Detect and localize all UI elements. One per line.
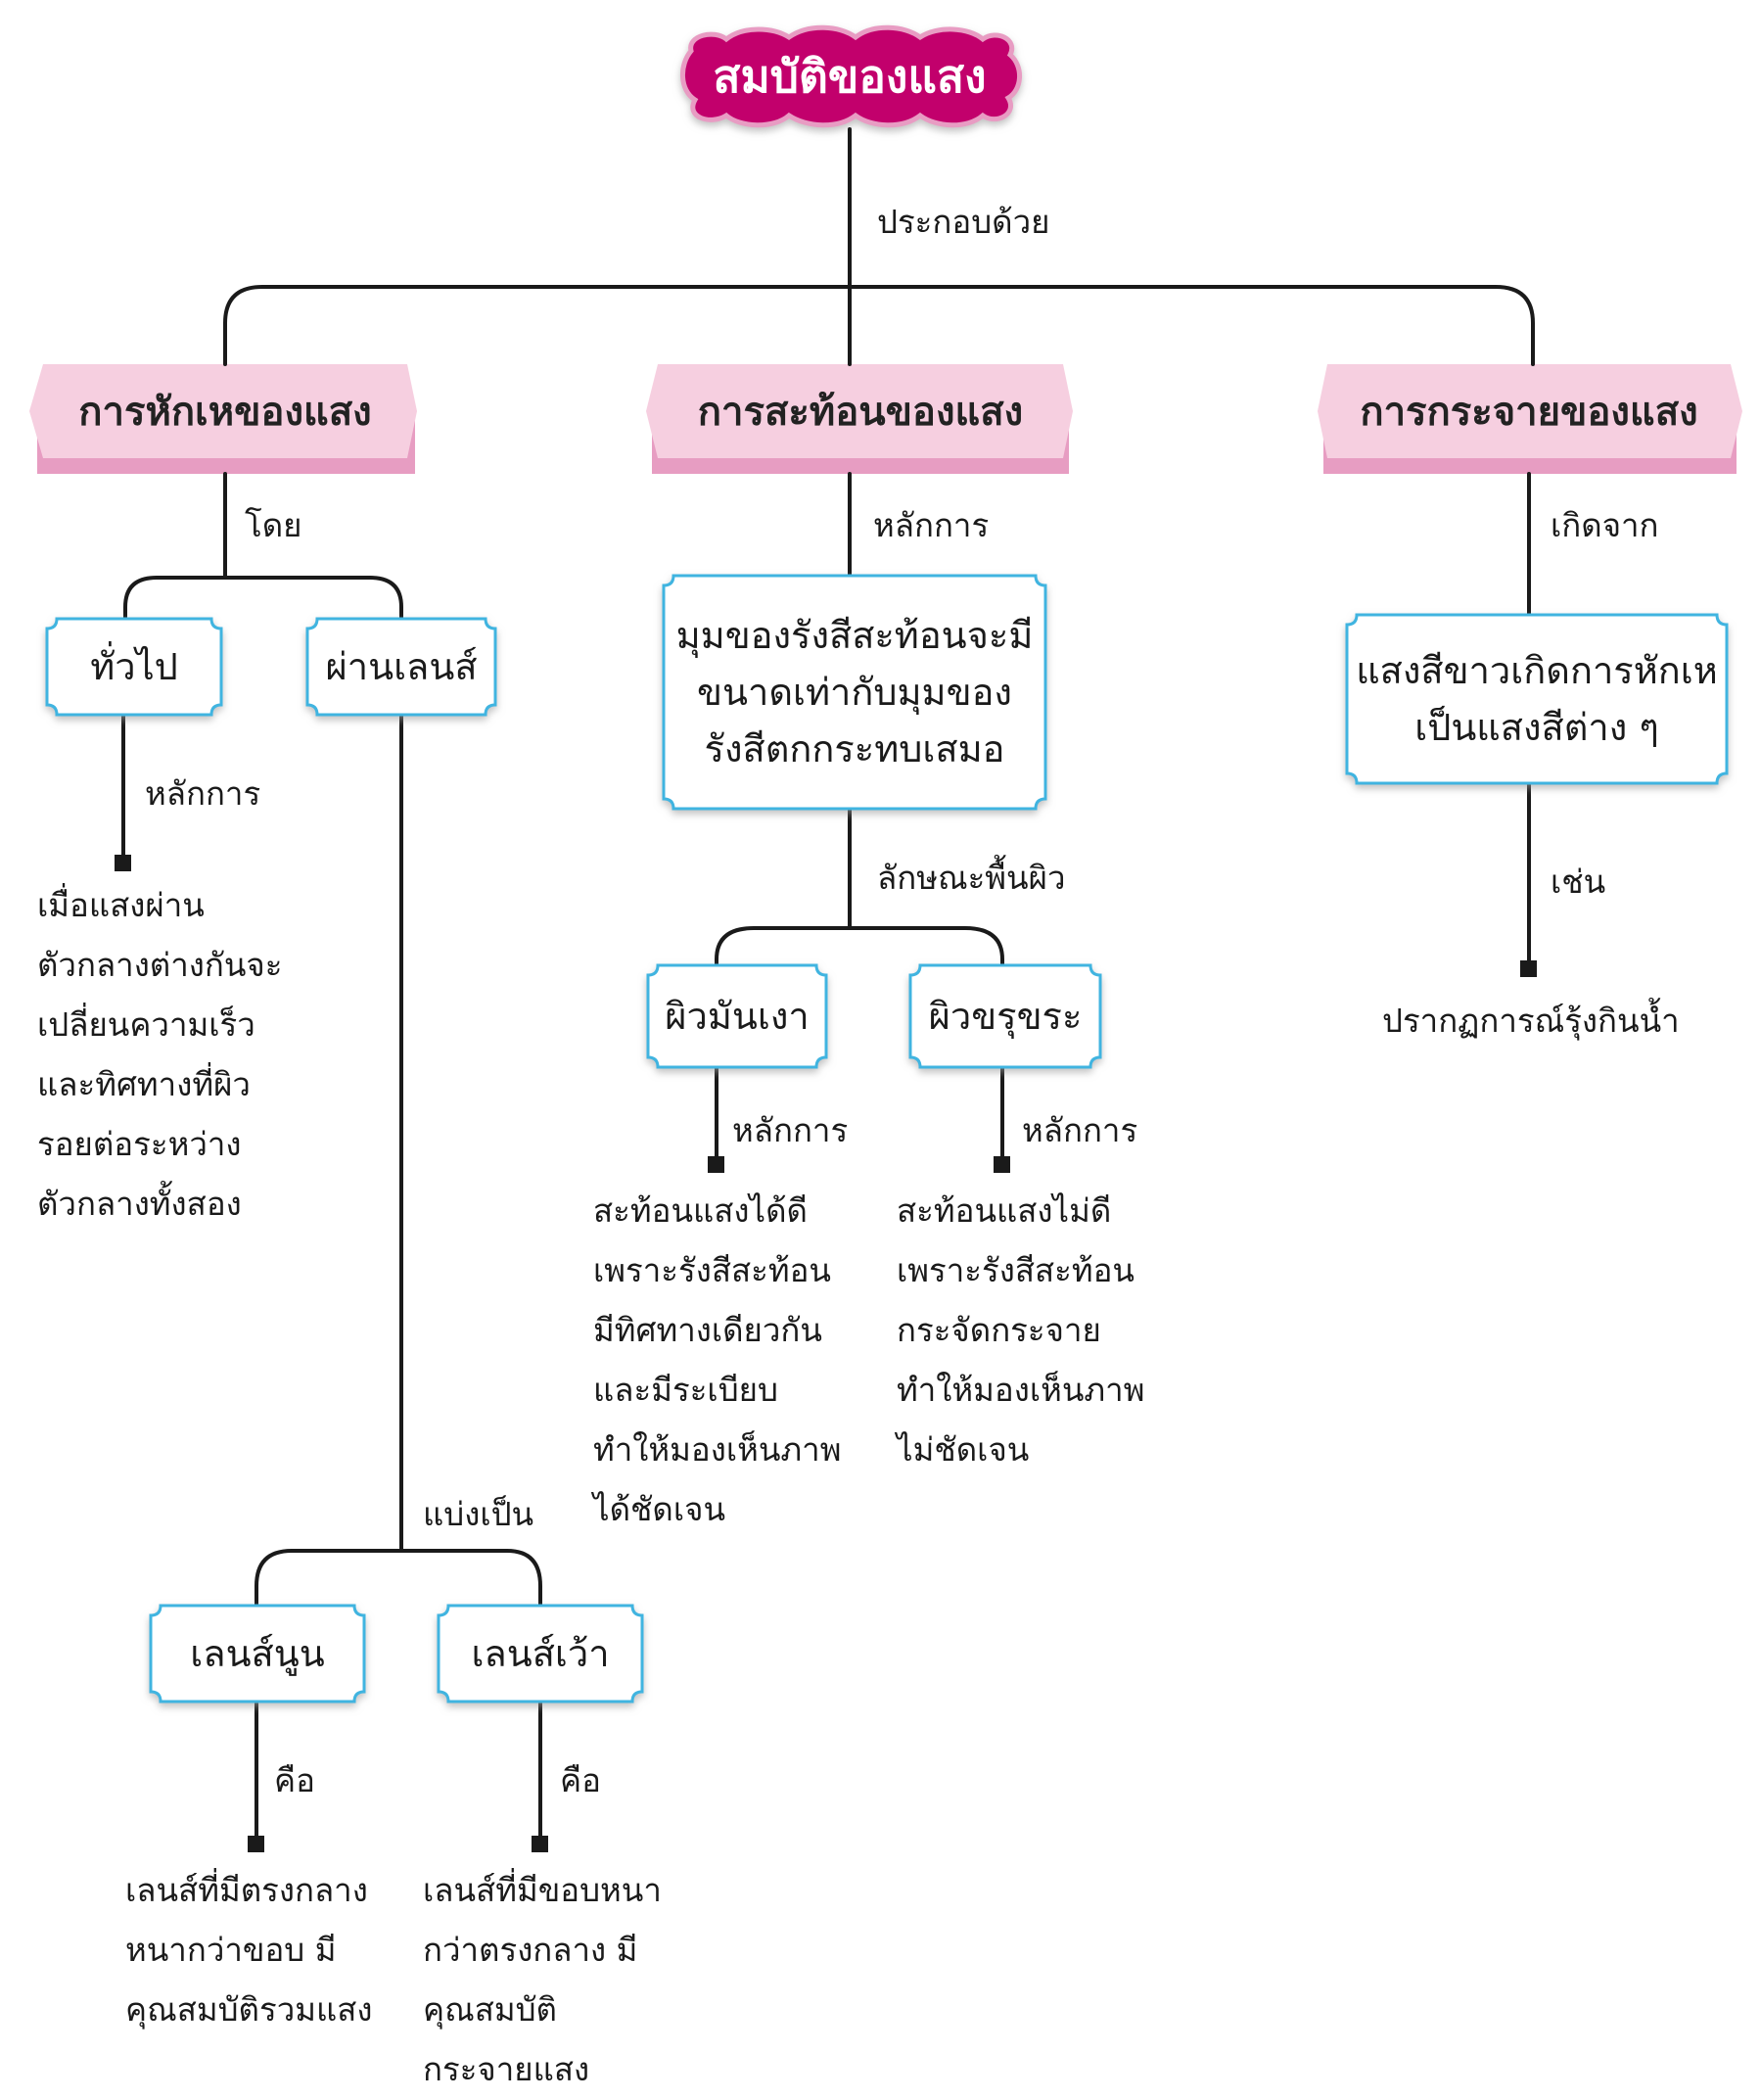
text-line: กระจัดกระจาย [897, 1311, 1101, 1349]
node-rough-surface: ผิวขรุขระ [928, 995, 1083, 1038]
text-line: กระจายแสง [423, 2050, 590, 2088]
dispersion-example: ปรากฏการณ์รุ้งกินน้ำ [1382, 1002, 1680, 1040]
text-line: คุณสมบัติ [423, 1990, 557, 2029]
node-concave-lens: เลนส์เว้า [471, 1632, 610, 1675]
edge-label-example: เช่น [1551, 863, 1606, 901]
text-line: สะท้อนแสงไม่ดี [897, 1191, 1112, 1230]
edge-label-surface: ลักษณะพื้นผิว [877, 859, 1066, 897]
concave-description: เลนส์ที่มีขอบหนา กว่าตรงกลาง มี คุณสมบัต… [423, 1860, 662, 2099]
text-line: มีทิศทางเดียวกัน [593, 1311, 822, 1349]
edge-label-convex: คือ [274, 1761, 315, 1799]
node-lens: ผ่านเลนส์ [325, 645, 478, 688]
edge-label-general: หลักการ [145, 774, 261, 813]
node-dispersion-cause: แสงสีขาวเกิดการหักเห เป็นแสงสีต่าง ๆ [1347, 615, 1727, 783]
box-line: มุมของรังสีสะท้อนจะมี [675, 614, 1034, 657]
text-line: เลนส์ที่มีตรงกลาง [125, 1871, 368, 1909]
text-line: เพราะรังสีสะท้อน [897, 1251, 1135, 1289]
text-line: หนากว่าขอบ มี [125, 1931, 337, 1969]
edge-label-reflection: หลักการ [873, 506, 990, 544]
general-description: เมื่อแสงผ่าน ตัวกลางต่างกันจะ เปลี่ยนควา… [37, 875, 282, 1234]
node-convex-lens: เลนส์นูน [190, 1632, 325, 1675]
band-shapes [29, 364, 1742, 474]
text-line: เปลี่ยนความเร็ว [37, 1005, 255, 1044]
box-line: ขนาดเท่ากับมุมของ [697, 671, 1012, 714]
edge-label-lens: แบ่งเป็น [423, 1495, 534, 1533]
text-line: ไม่ชัดเจน [897, 1430, 1030, 1469]
diagram-title: สมบัติของแสง [713, 49, 987, 103]
text-line: สะท้อนแสงได้ดี [593, 1191, 808, 1230]
node-general: ทั่วไป [90, 645, 178, 688]
text-line: กว่าตรงกลาง มี [423, 1931, 638, 1969]
title-badge-shape [680, 24, 1022, 128]
text-line: คุณสมบัติรวมแสง [125, 1990, 373, 2029]
edge-label-rough: หลักการ [1022, 1111, 1138, 1149]
node-reflection-law: มุมของรังสีสะท้อนจะมี ขนาดเท่ากับมุมของ … [664, 576, 1045, 809]
text-line: เลนส์ที่มีขอบหนา [423, 1871, 662, 1909]
edge-label-dispersion: เกิดจาก [1551, 506, 1659, 544]
text-line: เมื่อแสงผ่าน [37, 886, 205, 924]
text-line: ตัวกลางต่างกันจะ [37, 946, 283, 984]
edge-label-refraction: โดย [245, 506, 302, 544]
convex-description: เลนส์ที่มีตรงกลาง หนากว่าขอบ มี คุณสมบัต… [125, 1860, 373, 2039]
text-line: ทำให้มองเห็นภาพ [593, 1430, 842, 1469]
band-dispersion: การกระจายของแสง [1360, 390, 1698, 435]
box-line: แสงสีขาวเกิดการหักเห [1356, 649, 1718, 692]
text-line: ได้ชัดเจน [593, 1490, 726, 1528]
band-refraction: การหักเหของแสง [78, 390, 372, 435]
terminal-markers [115, 855, 1537, 1852]
edge-label-main: ประกอบด้วย [877, 203, 1050, 241]
node-box-shapes [45, 574, 1729, 1703]
text-line: และทิศทางที่ผิว [37, 1065, 251, 1103]
text-line: และมีระเบียบ [593, 1371, 778, 1409]
band-reflection: การสะท้อนของแสง [697, 390, 1024, 435]
text-line: ทำให้มองเห็นภาพ [897, 1371, 1145, 1409]
text-line: เพราะรังสีสะท้อน [593, 1251, 831, 1289]
smooth-description: สะท้อนแสงได้ดี เพราะรังสีสะท้อน มีทิศทาง… [593, 1181, 841, 1539]
edge-label-concave: คือ [560, 1761, 601, 1799]
text-line: ตัวกลางทั้งสอง [37, 1185, 242, 1223]
node-smooth-surface: ผิวมันเงา [665, 995, 810, 1038]
box-line: รังสีตกกระทบเสมอ [704, 727, 1005, 770]
rough-description: สะท้อนแสงไม่ดี เพราะรังสีสะท้อน กระจัดกร… [897, 1181, 1144, 1479]
box-line: เป็นแสงสีต่าง ๆ [1414, 706, 1659, 749]
text-line: รอยต่อระหว่าง [37, 1125, 242, 1163]
edge-label-smooth: หลักการ [732, 1111, 849, 1149]
